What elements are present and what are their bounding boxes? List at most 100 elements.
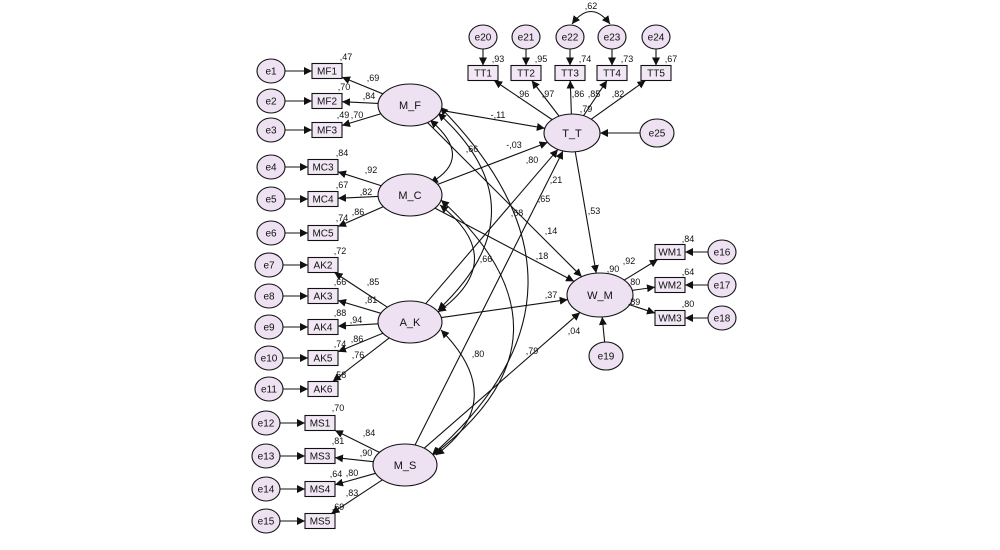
indicator-label-tt5: TT5 [647,69,665,80]
r-squared-ak3: ,66 [334,277,347,287]
latent-node-ms [372,443,438,487]
error-node-e23 [597,24,627,50]
latent-node-tt [543,113,601,153]
path-ms-wm [423,312,581,449]
r-squared-ms4: ,64 [330,469,343,479]
error-label-e17: e17 [714,281,731,292]
indicator-box-mc5 [307,224,339,242]
error-node-e4 [256,154,286,180]
latent-node-mf [377,83,443,127]
indicator-box-ak5 [307,349,339,367]
loading-path-mc4 [337,193,379,202]
error-label-e24: e24 [648,33,665,44]
error-label-e11: e11 [261,385,277,396]
indicator-label-ak3: AK3 [314,292,333,303]
error-label-e21: e21 [518,33,535,44]
r-squared-tt4: ,73 [621,54,634,64]
covariance-e22-e23 [571,10,611,25]
path-ak-tt [425,149,559,305]
error-node-e14 [251,476,281,502]
indicator-box-ms4 [304,480,336,498]
loading-wm1: ,92 [623,256,636,266]
r-squared-wm3: ,80 [682,299,695,309]
indicator-box-ak4 [307,318,339,336]
indicator-label-ms3: MS3 [310,452,331,463]
loading-path-tt3 [566,80,575,115]
latent-label-mc: M_C [398,190,421,202]
covariance-mc-ak [437,204,475,313]
error-label-e4: e4 [265,163,277,174]
error-node-e5 [256,186,286,212]
error-label-e12: e12 [258,419,275,430]
indicator-label-wm2: WM2 [658,281,682,292]
indicator-box-tt3 [554,64,586,82]
r-squared-ms3: ,81 [332,436,345,446]
indicator-label-tt4: TT4 [603,69,621,80]
path-coefficient-tt-wm: ,53 [588,206,601,216]
r-squared-wm2: ,64 [682,267,695,277]
loading-path-ak6 [332,337,390,382]
indicator-label-mc3: MC3 [312,163,334,174]
loading-mc5: ,86 [352,207,365,217]
error-label-e25: e25 [649,129,666,140]
loading-path-wm2 [632,284,656,293]
error-label-e16: e16 [714,248,731,259]
r-squared-tt: ,79 [580,104,593,114]
r-squared-ak2: ,72 [334,246,347,256]
indicator-box-wm3 [654,309,686,327]
loading-path-ak2 [334,272,388,308]
r-squared-tt1: ,93 [492,54,505,64]
indicator-label-mc5: MC5 [312,229,334,240]
loading-path-tt2 [531,80,560,117]
error-node-e3 [256,117,286,143]
loading-ms5: ,83 [346,488,359,498]
error-label-e9: e9 [263,323,275,334]
error-node-e18 [707,305,737,331]
loading-path-mc5 [337,206,384,227]
covariance-mf-ak [437,112,492,311]
loading-path-tt5 [590,80,646,120]
error-label-e15: e15 [258,517,275,528]
error-label-e19: e19 [598,352,615,363]
latent-label-ak: A_K [400,317,421,329]
loading-mf3: ,70 [351,110,364,120]
error-label-e8: e8 [263,292,275,303]
covariance-label-ak-ms: ,80 [472,349,485,359]
r-squared-mf3: ,49 [337,110,350,120]
path-mc-wm [434,207,575,282]
path-coefficient-mc-tt: -,03 [506,140,522,150]
error-node-e15 [251,508,281,534]
loading-ms3: ,90 [360,448,373,458]
loading-mf1: ,69 [367,73,380,83]
path-tt-wm [574,151,599,274]
error-node-e11 [254,376,284,402]
indicator-box-ak6 [307,380,339,398]
error-path-e19 [598,316,607,343]
latent-node-wm [566,272,634,318]
r-squared-wm: ,90 [607,264,620,274]
covariance-label-mf-mc: ,66 [466,144,479,154]
indicator-box-ak2 [307,256,339,274]
covariance-label-e22-e23: ,62 [585,1,598,11]
covariance-ak-ms [435,329,475,456]
error-node-e2 [256,88,286,114]
error-node-e6 [256,220,286,246]
path-coefficient-mf-tt: -,11 [491,110,506,120]
indicator-box-tt1 [467,64,499,82]
covariance-mf-mc [429,119,454,184]
error-node-e13 [251,443,281,469]
loading-path-mf1 [341,76,384,95]
error-node-e24 [641,24,671,50]
r-squared-mc3: ,84 [336,148,349,158]
loading-ak4: ,94 [350,315,363,325]
indicator-box-ms5 [304,512,336,530]
indicator-label-mf1: MF1 [317,67,337,78]
error-node-e8 [254,283,284,309]
indicator-box-tt2 [510,64,542,82]
indicator-box-mc3 [307,158,339,176]
r-squared-ak4: ,88 [334,308,347,318]
loading-tt5: ,82 [612,89,625,99]
error-node-e1 [256,58,286,84]
error-node-e10 [254,345,284,371]
loading-mf2: ,84 [363,91,376,101]
